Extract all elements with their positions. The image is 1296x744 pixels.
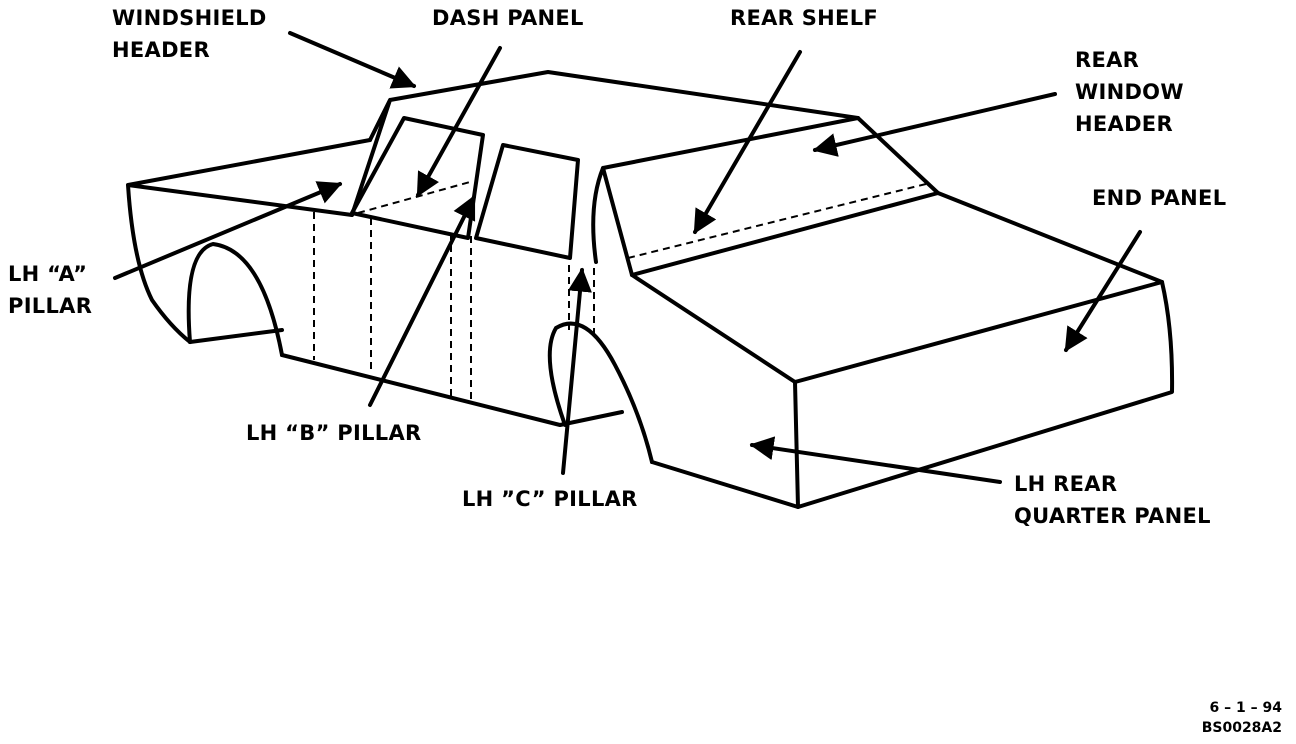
hidden-lines	[313, 181, 931, 402]
rear-glass-outline	[591, 116, 860, 277]
rear-quarter-lower	[650, 460, 800, 509]
lh-c-pillar-label: LH ”C” PILLAR	[462, 487, 638, 511]
dash-panel-label: DASH PANEL	[432, 6, 584, 30]
windshield-header-label: WINDSHIELD HEADER	[112, 2, 267, 66]
lh-rear-quarter-panel-label-line-1: LH REAR	[1014, 472, 1118, 496]
drawing-code: BS0028A2	[1201, 720, 1282, 736]
rear-shelf-line	[627, 182, 931, 259]
roof-outline	[350, 70, 940, 217]
rear-window-header-label-line-1: REAR	[1075, 48, 1140, 72]
rear-window-header-label: REAR WINDOW HEADER	[1075, 44, 1184, 140]
windshield-frame	[350, 116, 485, 240]
end-panel-label: END PANEL	[1092, 186, 1227, 210]
hood-outline	[126, 138, 372, 344]
car-body-outline	[126, 70, 1175, 509]
rear-shelf-arrow	[693, 50, 802, 235]
lh-rear-quarter-panel-label: LH REAR QUARTER PANEL	[1014, 468, 1211, 532]
a-pillar-arrow	[113, 181, 343, 280]
trunk-deck	[630, 191, 1164, 384]
rear-window-header-arrow	[812, 92, 1057, 157]
lh-a-pillar-label-line-1: LH “A”	[8, 262, 88, 286]
windshield-header-label-line-1: WINDSHIELD	[112, 6, 267, 30]
lh-rear-quarter-panel-label-line-2: QUARTER PANEL	[1014, 504, 1211, 528]
lh-a-pillar-label: LH “A” PILLAR	[8, 258, 92, 322]
lh-b-pillar-label: LH “B” PILLAR	[246, 421, 422, 445]
rear-shelf-label: REAR SHELF	[730, 6, 879, 30]
windshield-header-arrow	[288, 31, 417, 89]
side-sill	[188, 328, 624, 427]
leader-arrows	[113, 31, 1142, 484]
dash-panel-line	[357, 181, 471, 214]
rear-window-header-label-line-3: HEADER	[1075, 112, 1173, 136]
drawing-date: 6 – 1 – 94	[1209, 700, 1282, 716]
windshield-header-label-line-2: HEADER	[112, 38, 210, 62]
side-window-frame	[474, 143, 580, 260]
dash-panel-arrow	[416, 46, 502, 198]
b-pillar-arrow	[368, 194, 476, 407]
end-panel-arrow	[1064, 230, 1142, 353]
front-wheel-arch	[186, 242, 284, 357]
rear-wheel-arch	[547, 321, 654, 464]
drawing-stamp: 6 – 1 – 94 BS0028A2	[1202, 698, 1282, 738]
lh-a-pillar-label-line-2: PILLAR	[8, 294, 93, 318]
c-pillar-arrow	[561, 267, 592, 475]
rear-window-header-label-line-2: WINDOW	[1075, 80, 1184, 104]
rear-quarter-panel-arrow	[749, 436, 1002, 484]
end-panel-outline	[793, 280, 1175, 509]
